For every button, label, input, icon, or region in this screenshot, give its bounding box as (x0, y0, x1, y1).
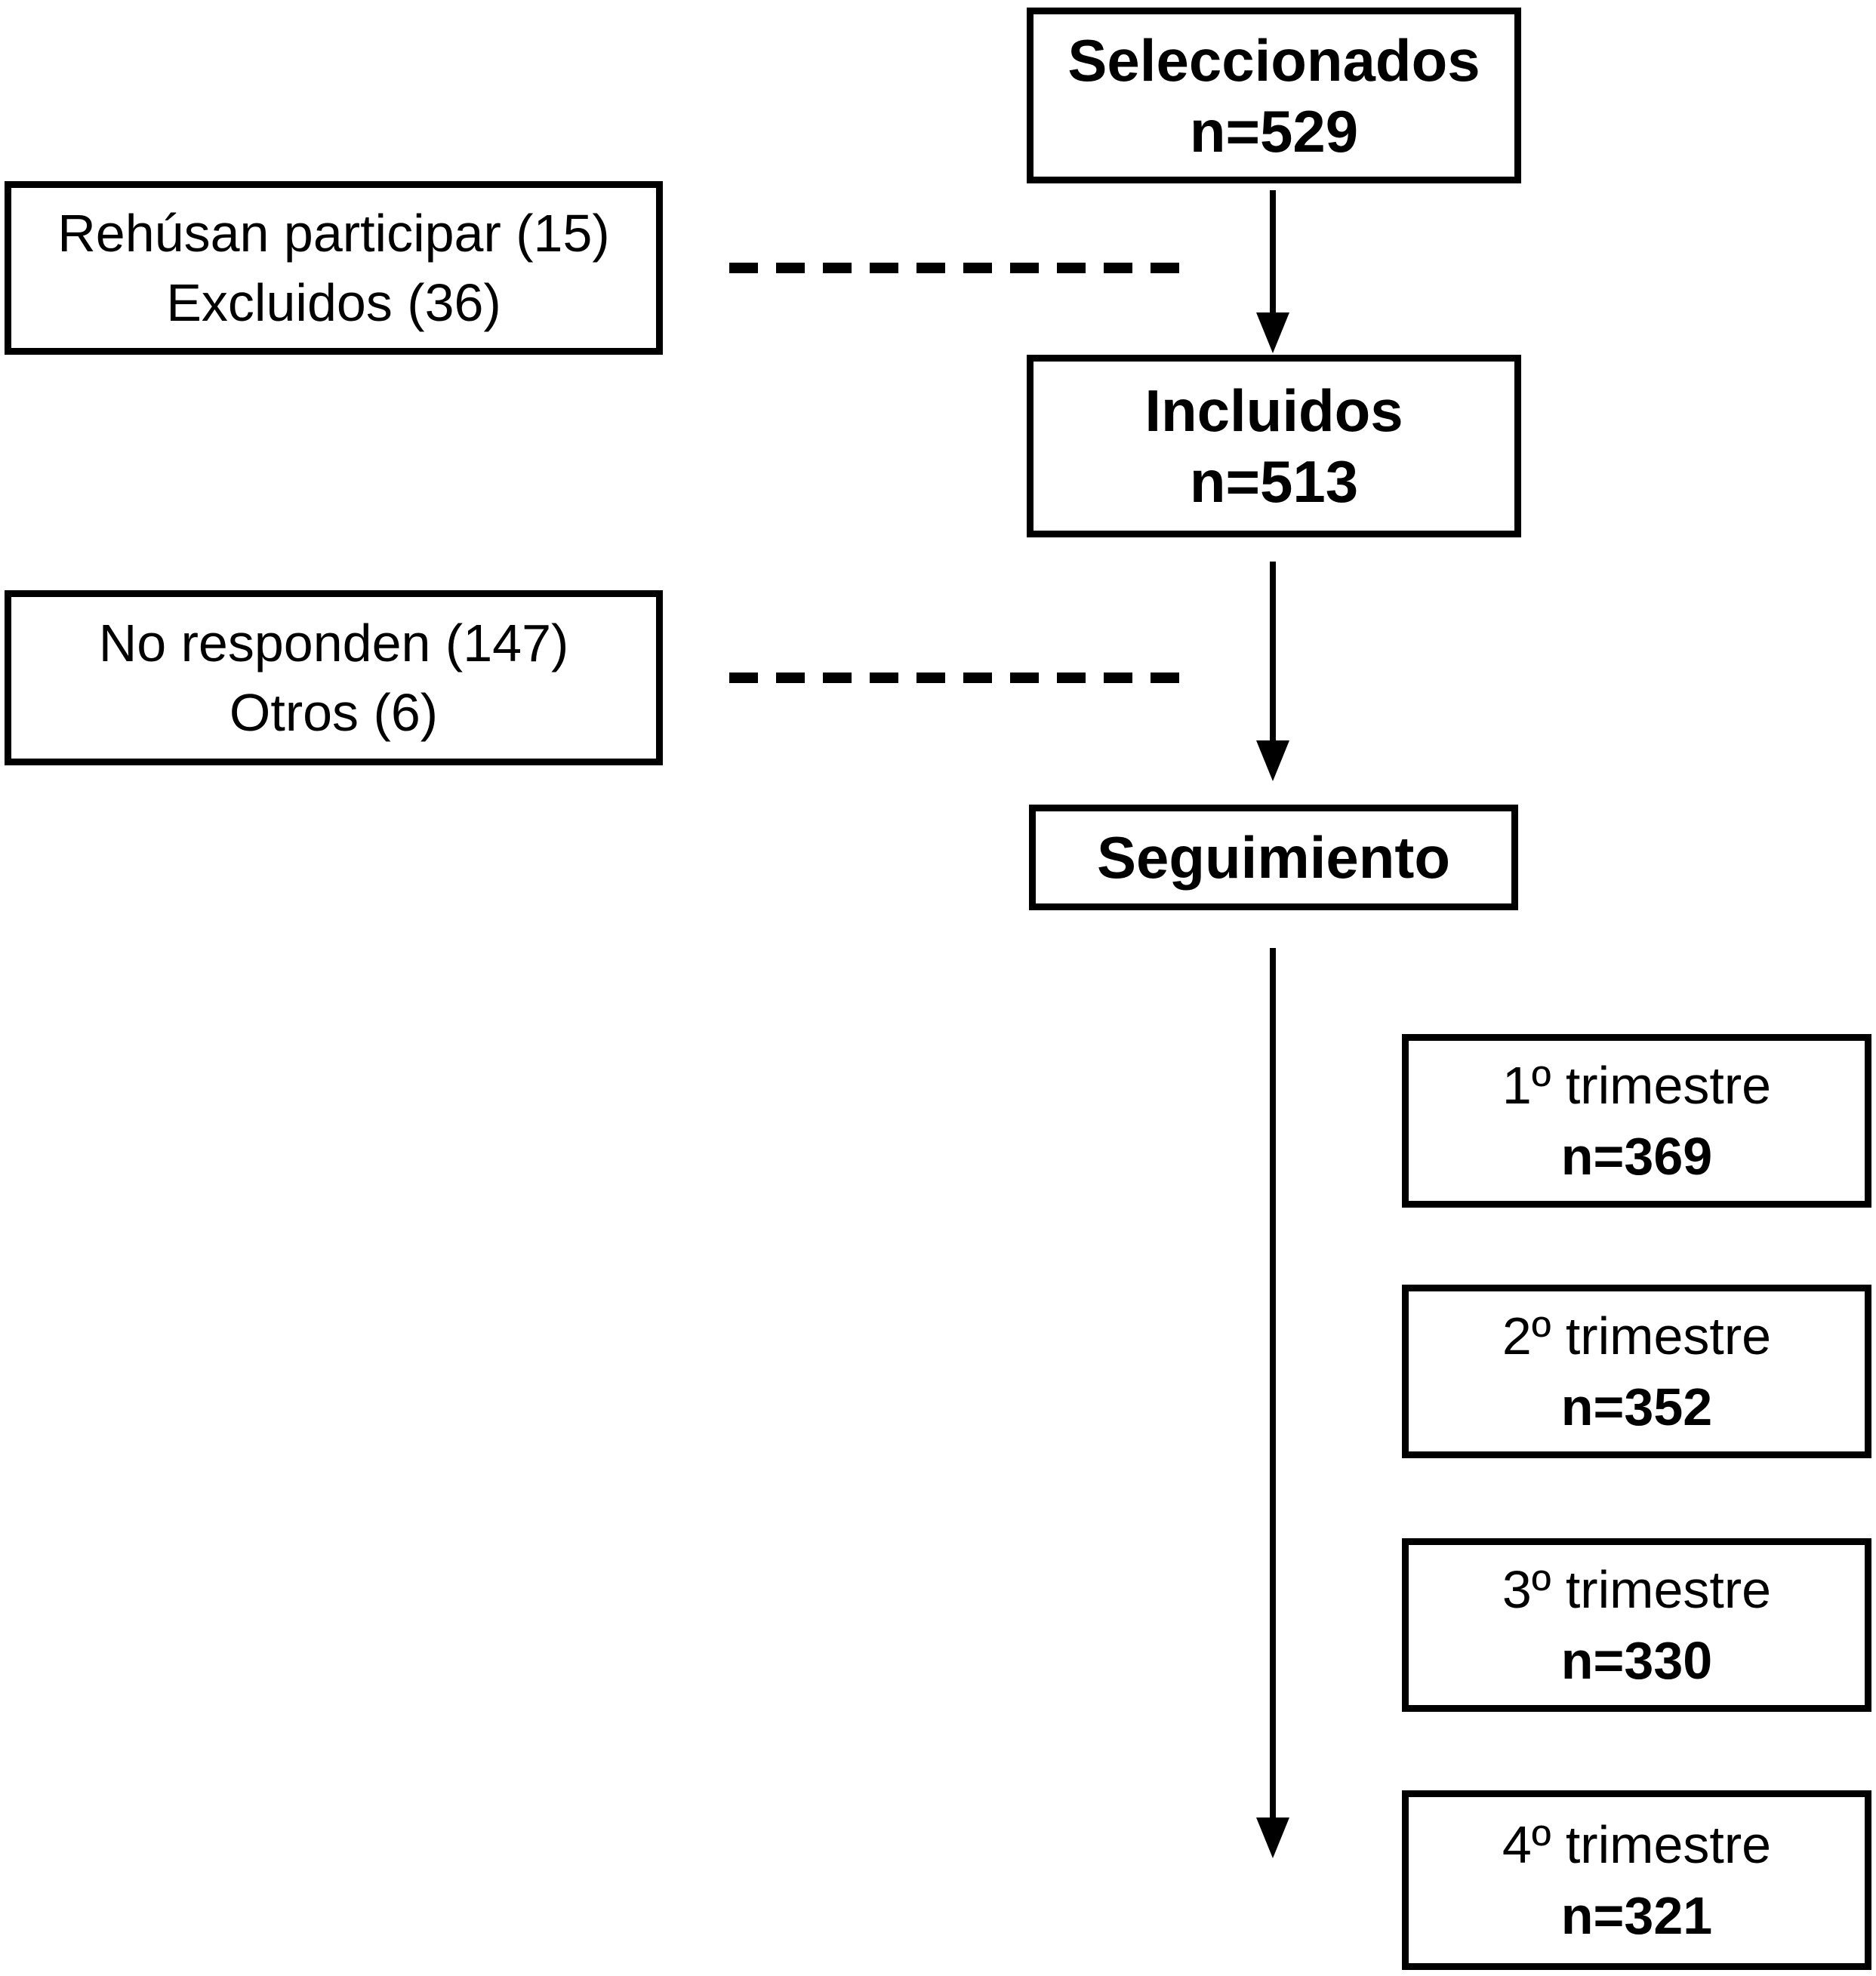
box-seguimiento: Seguimiento (1029, 805, 1518, 910)
box-rehusan-line1: Rehúsan participar (15) (57, 204, 610, 263)
box-trimestre-1-label: 1º trimestre (1502, 1056, 1772, 1115)
box-trimestre-2: 2º trimestre n=352 (1402, 1285, 1871, 1458)
box-trimestre-1: 1º trimestre n=369 (1402, 1034, 1871, 1208)
box-incluidos-title: Incluidos (1144, 377, 1403, 444)
box-trimestre-4-label: 4º trimestre (1502, 1815, 1772, 1874)
box-seguimiento-title: Seguimiento (1096, 824, 1451, 891)
arrow-head-icon (1256, 1817, 1289, 1858)
arrow-shaft (1270, 190, 1276, 320)
box-trimestre-3-label: 3º trimestre (1502, 1560, 1772, 1619)
down-arrow-1 (1256, 190, 1289, 353)
box-rehusan-excluidos: Rehúsan participar (15) Excluidos (36) (5, 181, 663, 355)
box-noresponden-line1: No responden (147) (98, 614, 569, 673)
down-arrow-3 (1256, 948, 1289, 1858)
box-trimestre-4: 4º trimestre n=321 (1402, 1790, 1871, 1970)
arrow-head-icon (1256, 312, 1289, 353)
box-trimestre-3: 3º trimestre n=330 (1402, 1538, 1871, 1712)
box-incluidos-n: n=513 (1189, 448, 1359, 515)
box-trimestre-1-n: n=369 (1560, 1127, 1713, 1186)
down-arrow-2 (1256, 562, 1289, 781)
dashed-connector-exclusions-2 (729, 673, 1179, 683)
box-trimestre-3-n: n=330 (1560, 1631, 1713, 1690)
box-seleccionados-n: n=529 (1189, 97, 1359, 165)
box-seleccionados: Seleccionados n=529 (1027, 8, 1521, 183)
box-rehusan-line2: Excluidos (36) (166, 273, 501, 332)
arrow-shaft (1270, 562, 1276, 748)
box-seleccionados-title: Seleccionados (1067, 26, 1480, 94)
box-noresponden-otros: No responden (147) Otros (6) (5, 590, 663, 765)
arrow-shaft (1270, 948, 1276, 1825)
box-trimestre-4-n: n=321 (1560, 1886, 1713, 1945)
box-incluidos: Incluidos n=513 (1027, 355, 1521, 537)
box-trimestre-2-n: n=352 (1560, 1377, 1713, 1436)
box-noresponden-line2: Otros (6) (229, 683, 439, 742)
dashed-connector-exclusions-1 (729, 263, 1179, 273)
arrow-head-icon (1256, 740, 1289, 781)
box-trimestre-2-label: 2º trimestre (1502, 1307, 1772, 1365)
